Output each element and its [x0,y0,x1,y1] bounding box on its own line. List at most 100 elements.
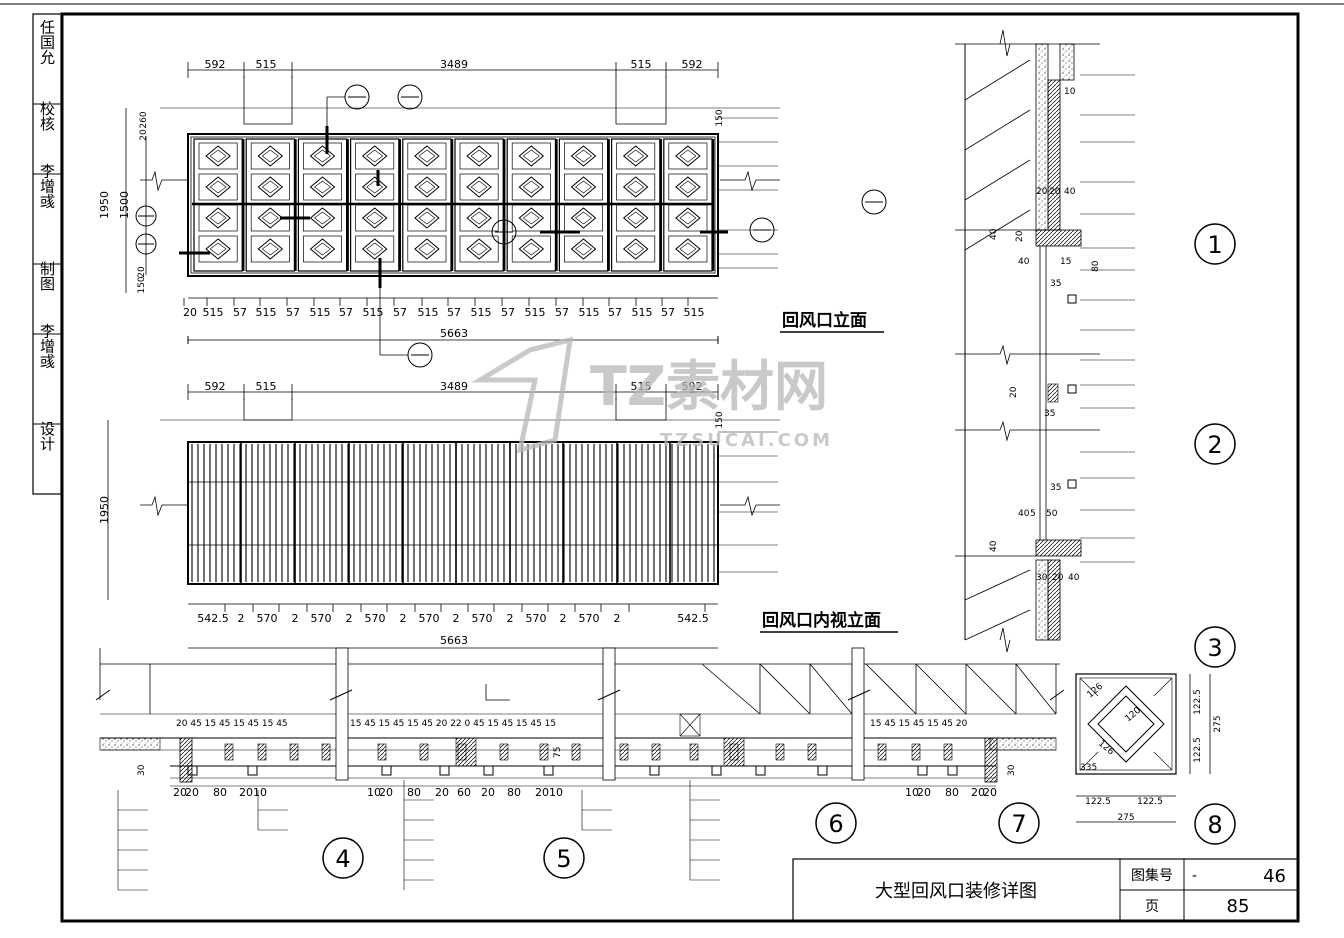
lattice-cell [198,173,238,201]
lattice-cell [355,142,395,170]
tube-section [543,765,554,776]
watermark: TZ素材网 TZSUCAI.COM [470,336,830,454]
inner-bottom-dim: 542.5 [677,612,709,625]
hatch-diagonal [965,663,1017,715]
slat-section [419,743,429,761]
atlas-num: 46 [1263,866,1286,887]
lattice-cell [355,235,395,263]
callout-5: 5 [543,837,585,879]
lattice-diamond [205,238,231,260]
hatch-diagonal [964,159,1031,201]
lattice-diamond-inner [366,242,384,256]
front-total: 5663 [440,327,468,340]
lattice-diamond-inner [627,180,645,194]
front-top-dim-0: 592 [205,58,226,71]
sect-dim-2: 20 [1049,187,1061,197]
inner-bottom-dim: 2 [614,612,621,625]
lattice-diamond [570,207,597,229]
front-bottom-dim: 515 [471,306,492,319]
callout-2: 2 [1194,423,1236,465]
inner-bottom-dim: 2 [507,612,514,625]
lattice-diamond-inner [575,149,592,163]
sect-dim-5: 20 [1015,230,1025,242]
inner-bottom-dim: 2 [346,612,353,625]
lattice-diamond-inner [209,149,227,163]
lattice-diamond [675,176,701,198]
sect-dim-c14: 40 [1068,573,1080,583]
lattice-cell [250,173,290,201]
plan-side-1: 30 [1007,764,1017,776]
sect-dim-b1: 35 [1044,409,1055,419]
front-top-dim-1: 515 [256,58,277,71]
lattice-diamond [466,176,492,198]
lattice-diamond-inner [314,242,331,256]
lattice-diamond [518,238,545,260]
front-bottom-dim: 515 [525,306,546,319]
front-left-dim-5: 20 [137,266,147,278]
plan-bottom-dim: 60 [457,786,471,799]
inner-top-dim-0: 592 [205,380,226,393]
lattice-diamond [205,207,231,229]
lattice-cell [511,235,551,263]
d8-total: 275 [1117,813,1134,823]
lattice-diamond [361,176,388,198]
svg-text:2: 2 [1207,431,1222,459]
front-bottom-dim: 515 [363,306,384,319]
sect-dim-8: 15 [1060,257,1071,267]
slat-section [289,743,299,761]
lattice-cell [668,142,708,170]
inner-bottom-dim: 2 [400,612,407,625]
lattice-cell [250,235,290,263]
front-left-dim-2: 20 [139,129,149,141]
front-elevation: 592 515 3489 515 592 1950 1500 20 260 15… [98,58,887,368]
lattice-diamond-inner [209,211,227,225]
sect-dim-c9: 40 [989,540,999,552]
sect-dim-c0: 35 [1050,483,1061,493]
lattice-diamond [675,238,701,260]
hatch-diagonal [915,663,967,715]
tube-section [187,765,198,776]
lattice-cell [564,142,603,170]
lattice-diamond-inner [418,242,436,256]
front-top-dim-3: 515 [631,58,652,71]
lattice-cell [564,204,603,232]
svg-text:4: 4 [335,845,350,873]
front-top-dim-2: 3489 [440,58,468,71]
front-bottom-dim: 57 [608,306,622,319]
inner-bottom-dim: 570 [472,612,493,625]
plan-bottom-dim: 20 [173,786,187,799]
front-bottom-dim: 57 [339,306,353,319]
lattice-diamond [309,207,336,229]
lattice-diamond-inner [627,149,645,163]
side-cell-0: 任国允 [38,20,56,65]
atlas-value: - [1192,868,1197,884]
front-bottom-dim: 57 [501,306,515,319]
plan-bottom-dim: 80 [507,786,521,799]
inner-bottom-dim: 2 [560,612,567,625]
lattice-diamond-inner [418,180,436,194]
slat-section [775,743,785,761]
lattice-cell [616,235,656,263]
hatch-diagonal [701,663,761,715]
slat-section [539,743,549,761]
inner-bottom-dim: 2 [453,612,460,625]
front-bottom-dim: 515 [632,306,653,319]
mullion-section [723,737,745,767]
front-bottom-dim: 515 [418,306,439,319]
lattice-diamond-inner [366,211,384,225]
front-bottom-dim: 57 [555,306,569,319]
lattice-diamond [518,176,545,198]
watermark-main: TZ素材网 [590,355,828,418]
page-label: 页 [1145,899,1159,915]
lattice-diamond [466,238,492,260]
lattice-diamond [257,145,284,167]
lattice-diamond [257,207,284,229]
front-bottom-dim: 515 [203,306,224,319]
inner-elevation-title: 回风口内视立面 [762,610,881,631]
plan-bottom-dim: 80 [213,786,227,799]
d8-right-3: 122.5 [1193,737,1203,763]
tube-section [947,765,958,776]
svg-text:8: 8 [1207,811,1222,839]
lattice-diamond [570,145,597,167]
inner-right-dim: 150 [715,411,725,428]
